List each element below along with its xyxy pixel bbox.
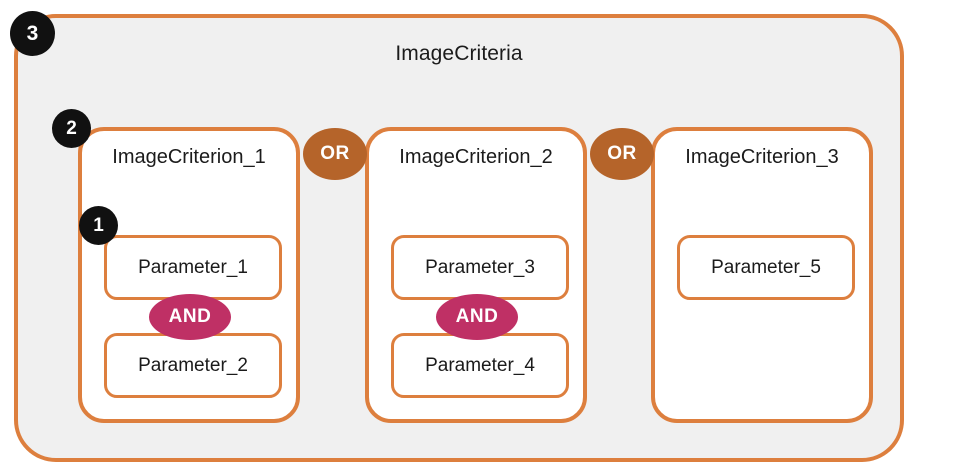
image-criterion-2-title: ImageCriterion_2 — [399, 146, 553, 168]
level-badge-2: 2 — [52, 109, 91, 148]
level-badge-1: 1 — [79, 206, 118, 245]
parameter-box-1: Parameter_1 — [104, 235, 282, 300]
level-badge-3: 3 — [10, 11, 55, 56]
image-criterion-1-box: ImageCriterion_1 Parameter_1 Parameter_2 — [78, 127, 300, 423]
parameter-box-3: Parameter_3 — [391, 235, 569, 300]
image-criterion-1-title: ImageCriterion_1 — [112, 146, 266, 168]
and-operator-badge-2: AND — [436, 294, 518, 340]
parameter-box-2: Parameter_2 — [104, 333, 282, 398]
or-operator-badge-1: OR — [303, 128, 367, 180]
image-criterion-2-box: ImageCriterion_2 Parameter_3 Parameter_4 — [365, 127, 587, 423]
image-criteria-title: ImageCriteria — [395, 42, 523, 65]
image-criterion-3-box: ImageCriterion_3 Parameter_5 — [651, 127, 873, 423]
and-operator-badge-1: AND — [149, 294, 231, 340]
image-criterion-3-title: ImageCriterion_3 — [685, 146, 839, 168]
parameter-box-5: Parameter_5 — [677, 235, 855, 300]
or-operator-badge-2: OR — [590, 128, 654, 180]
parameter-box-4: Parameter_4 — [391, 333, 569, 398]
